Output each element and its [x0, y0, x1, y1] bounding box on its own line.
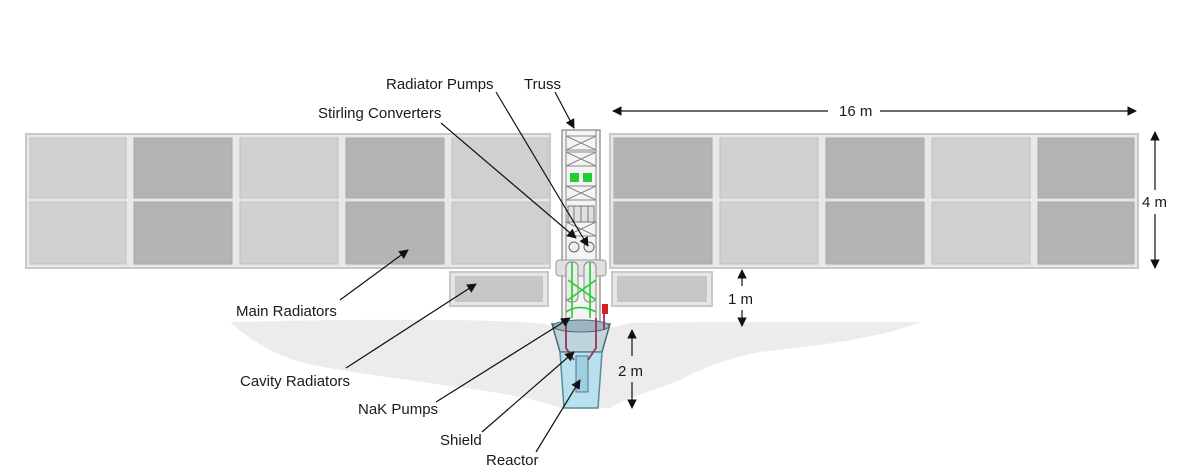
leader-radiator-pumps — [495, 91, 589, 247]
dimension-cavity-height-label: 1 m — [728, 291, 753, 308]
radiator-panel — [1037, 201, 1135, 265]
leader-nak-pumps — [435, 317, 571, 403]
radiator-panel — [613, 201, 713, 265]
dimension-shield-depth-label: 2 m — [618, 363, 643, 380]
coolant-loop — [565, 262, 597, 318]
leader-stirling-converters — [440, 122, 577, 239]
radiator-panel — [345, 201, 445, 265]
leader-lines — [339, 91, 589, 453]
radiator-panel — [239, 201, 339, 265]
label-reactor: Reactor — [486, 452, 539, 469]
label-shield: Shield — [440, 432, 482, 449]
power-conversion-unit — [567, 205, 595, 223]
radiator-panel — [613, 137, 713, 199]
dimension-width-label: 16 m — [839, 103, 872, 120]
radiator-panel — [825, 137, 925, 199]
radiator-panel — [825, 201, 925, 265]
main-radiators-left — [25, 133, 551, 269]
radiator-panel — [29, 137, 127, 199]
dimension-radiator-height-label: 4 m — [1142, 194, 1167, 211]
radiator-panel — [1037, 137, 1135, 199]
leader-reactor — [535, 379, 581, 453]
radiator-panel — [239, 137, 339, 199]
label-main-radiators: Main Radiators — [236, 303, 337, 320]
leader-main-radiators — [339, 249, 409, 301]
leader-truss — [554, 91, 575, 129]
leader-shield — [481, 351, 575, 433]
label-nak-pumps: NaK Pumps — [358, 401, 438, 418]
label-truss: Truss — [524, 76, 561, 93]
radiator-panel — [29, 201, 127, 265]
radiator-panel — [931, 137, 1031, 199]
label-cavity-radiators: Cavity Radiators — [240, 373, 350, 390]
radiator-panel — [133, 201, 233, 265]
label-stirling-converters: Stirling Converters — [318, 105, 441, 122]
reactor-core — [575, 355, 589, 393]
main-radiators-right — [609, 133, 1139, 269]
radiator-panel — [719, 137, 819, 199]
radiator-panel — [451, 201, 549, 265]
radiator-panel — [133, 137, 233, 199]
radiator-panel — [931, 201, 1031, 265]
radiator-panel — [345, 137, 445, 199]
radiator-pumps — [570, 173, 592, 182]
radiator-panel — [719, 201, 819, 265]
dimension-lines — [612, 106, 1160, 409]
leader-cavity-radiators — [345, 283, 477, 369]
label-radiator-pumps: Radiator Pumps — [386, 76, 494, 93]
radiator-panel — [451, 137, 549, 199]
